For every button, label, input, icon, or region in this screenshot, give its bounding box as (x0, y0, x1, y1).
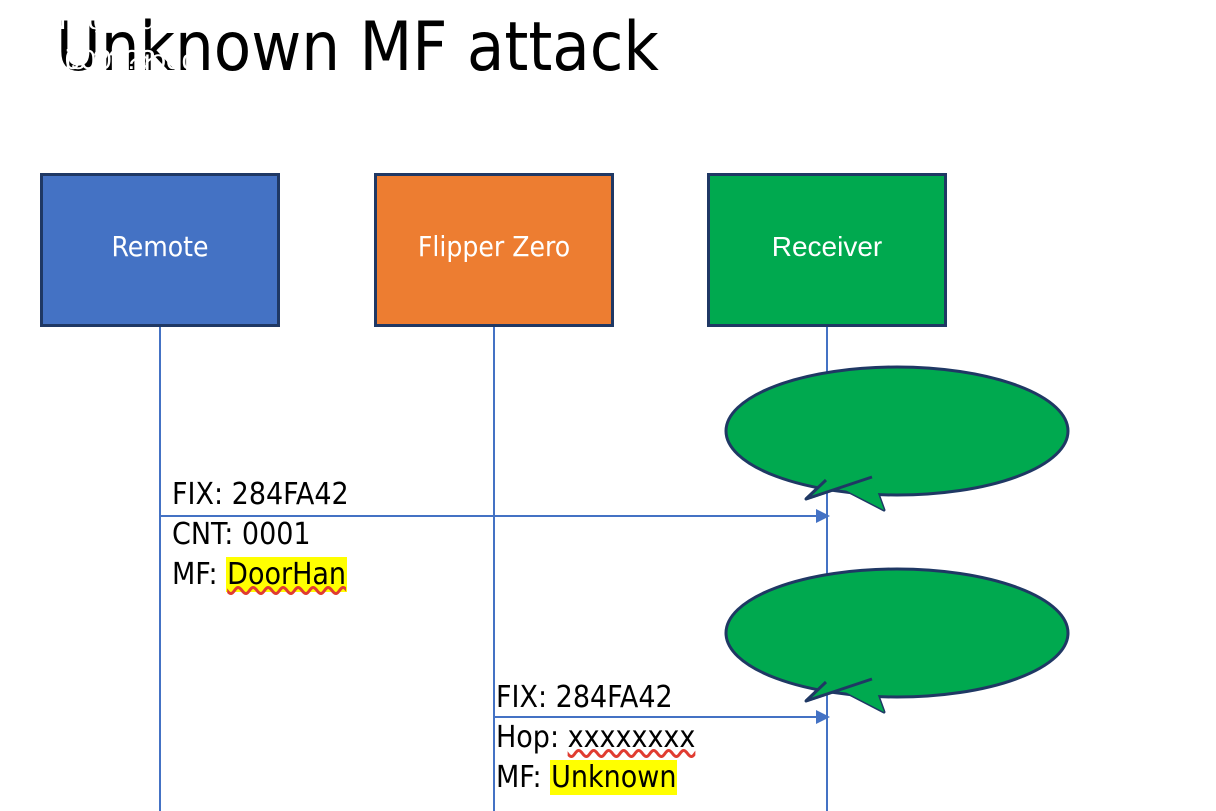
bubble-line: “Opened” (39, 84, 158, 115)
message-line-label: MF: (172, 557, 218, 592)
speech-bubble-shape-icon (724, 365, 1070, 512)
message-line-label: FIX: (172, 477, 224, 512)
message-line-label: FIX: (496, 680, 548, 715)
message-line-value-highlighted: DoorHan (226, 557, 348, 592)
message-line: Hop: xxxxxxxx (496, 718, 695, 758)
page-title: Unknown MF attack (56, 8, 659, 87)
message-line-value: xxxxxxxx (567, 720, 696, 755)
actor-label-remote: Remote (111, 230, 209, 263)
lifeline-remote (159, 327, 161, 811)
message-arrow-flipper-to-receiver (494, 710, 830, 724)
actor-label-flipper-zero: Flipper Zero (417, 230, 571, 263)
lifeline-receiver (826, 327, 828, 811)
message-line-label: Hop: (496, 720, 560, 755)
speech-bubble-second-reply-text: FIX good CNT is ???? “Opened” (0, 0, 155, 120)
actor-label-receiver: Receiver (771, 231, 883, 262)
bubble-line: FIX good (20, 4, 135, 35)
message-label-flipper-to-receiver: FIX: 284FA42 Hop: xxxxxxxx MF: Unknown (496, 678, 695, 798)
message-line-value: 0001 (241, 517, 311, 552)
actor-box-remote[interactable]: Remote (40, 173, 280, 327)
message-line: CNT: 0001 (172, 515, 349, 555)
message-line-label: CNT: (172, 517, 234, 552)
message-line-label: MF: (496, 760, 542, 795)
actor-box-receiver[interactable]: Receiver (707, 173, 947, 327)
message-line-value: 284FA42 (555, 680, 673, 715)
message-line: FIX: 284FA42 (496, 678, 695, 718)
message-line: MF: DoorHan (172, 555, 349, 595)
message-line-value-highlighted: Unknown (550, 760, 678, 795)
bubble-line: “Opened” (18, 84, 137, 115)
lifeline-flipper-zero (493, 327, 495, 811)
bubble-line: CNT is ???? (0, 44, 156, 75)
message-line: FIX: 284FA42 (172, 475, 349, 515)
message-line-value: 284FA42 (231, 477, 349, 512)
bubble-line: CNT 0001 good (0, 44, 198, 75)
message-arrow-remote-to-receiver (160, 509, 830, 523)
bubble-line: FIX good (41, 4, 156, 35)
actor-box-flipper-zero[interactable]: Flipper Zero (374, 173, 614, 327)
speech-bubble-first-reply-text: FIX good CNT 0001 good “Opened” (0, 0, 197, 120)
speech-bubble-shape-icon (724, 567, 1070, 714)
message-line: MF: Unknown (496, 758, 695, 798)
message-label-remote-to-receiver: FIX: 284FA42 CNT: 0001 MF: DoorHan (172, 475, 349, 595)
